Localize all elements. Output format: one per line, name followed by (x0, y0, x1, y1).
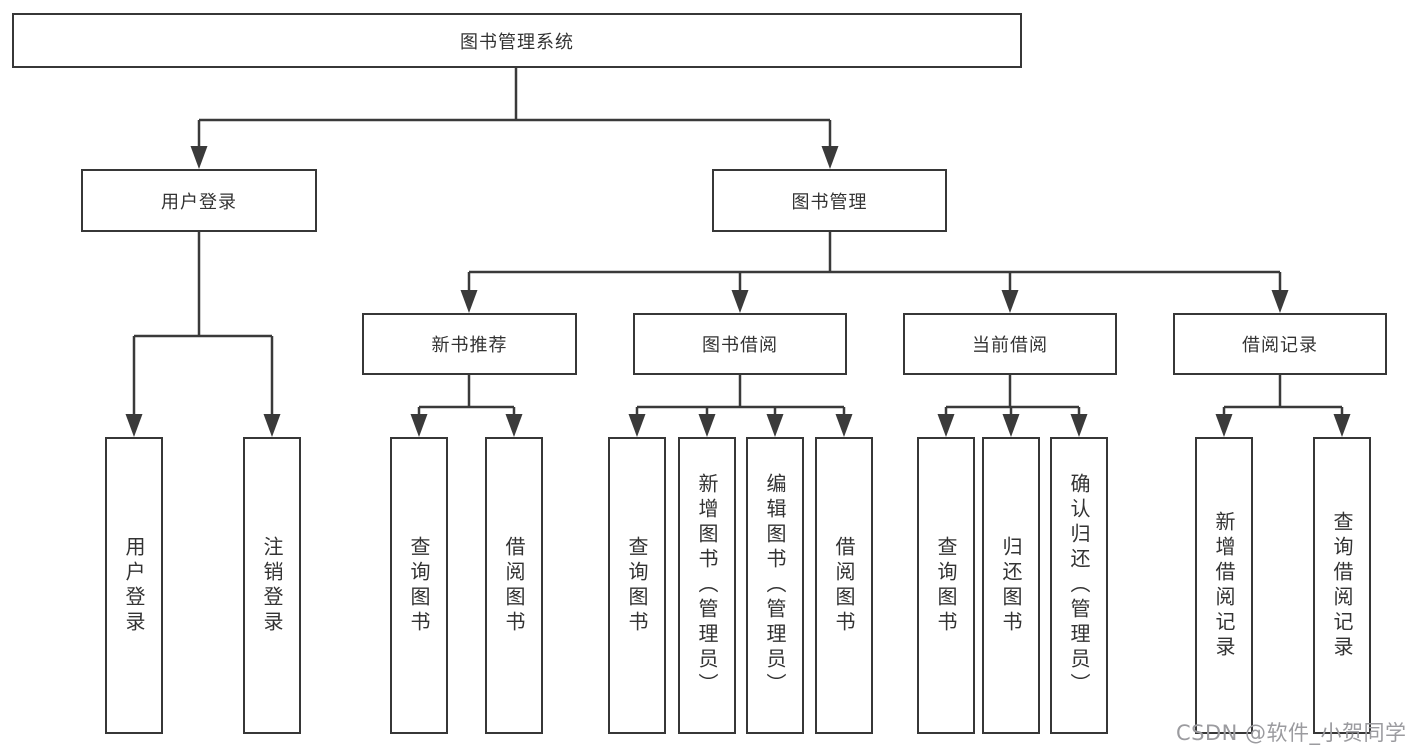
node-borrow-records: 借阅记录 (1173, 313, 1387, 375)
node-label: 查询图书 (625, 535, 649, 636)
node-query-books: 查询图书 (608, 437, 666, 734)
node-label: 查询图书 (407, 535, 431, 636)
node-label: 新增借阅记录 (1212, 510, 1236, 661)
node-book-management-branch: 图书管理 (712, 169, 947, 232)
node-book-borrow: 图书借阅 (633, 313, 847, 375)
node-confirm-return-admin: 确认归还（管理员） (1050, 437, 1108, 734)
node-query-books: 查询图书 (390, 437, 448, 734)
node-label: 查询图书 (934, 535, 958, 636)
node-label: 确认归还（管理员） (1067, 473, 1091, 698)
node-add-borrow-record: 新增借阅记录 (1195, 437, 1253, 734)
node-label: 编辑图书（管理员） (763, 473, 787, 698)
node-label: 查询借阅记录 (1330, 510, 1354, 661)
node-label: 图书借阅 (702, 335, 778, 356)
node-label: 图书管理 (791, 191, 868, 213)
node-label: 借阅图书 (502, 535, 526, 636)
node-user-login-branch: 用户登录 (81, 169, 317, 232)
node-label: 新增图书（管理员） (695, 473, 719, 698)
node-label: 借阅图书 (832, 535, 856, 636)
node-edit-books-admin: 编辑图书（管理员） (746, 437, 804, 734)
node-label: 归还图书 (999, 535, 1023, 636)
node-logout: 注销登录 (243, 437, 301, 734)
node-add-books-admin: 新增图书（管理员） (678, 437, 736, 734)
node-library-management-system: 图书管理系统 (12, 13, 1022, 68)
node-label: 用户登录 (122, 535, 146, 636)
node-label: 借阅记录 (1242, 335, 1318, 356)
node-query-borrow-record: 查询借阅记录 (1313, 437, 1371, 734)
csdn-watermark: CSDN @软件_小贺同学 (1176, 721, 1405, 745)
node-label: 当前借阅 (972, 335, 1048, 356)
node-return-books: 归还图书 (982, 437, 1040, 734)
node-borrow-books: 借阅图书 (815, 437, 873, 734)
node-label: 图书管理系统 (460, 31, 574, 53)
node-user-login: 用户登录 (105, 437, 163, 734)
node-new-book-recommend: 新书推荐 (362, 313, 577, 375)
node-label: 注销登录 (260, 535, 284, 636)
node-label: 新书推荐 (431, 335, 508, 356)
node-borrow-books: 借阅图书 (485, 437, 543, 734)
node-label: 用户登录 (161, 191, 237, 213)
node-query-books: 查询图书 (917, 437, 975, 734)
node-current-borrow: 当前借阅 (903, 313, 1117, 375)
